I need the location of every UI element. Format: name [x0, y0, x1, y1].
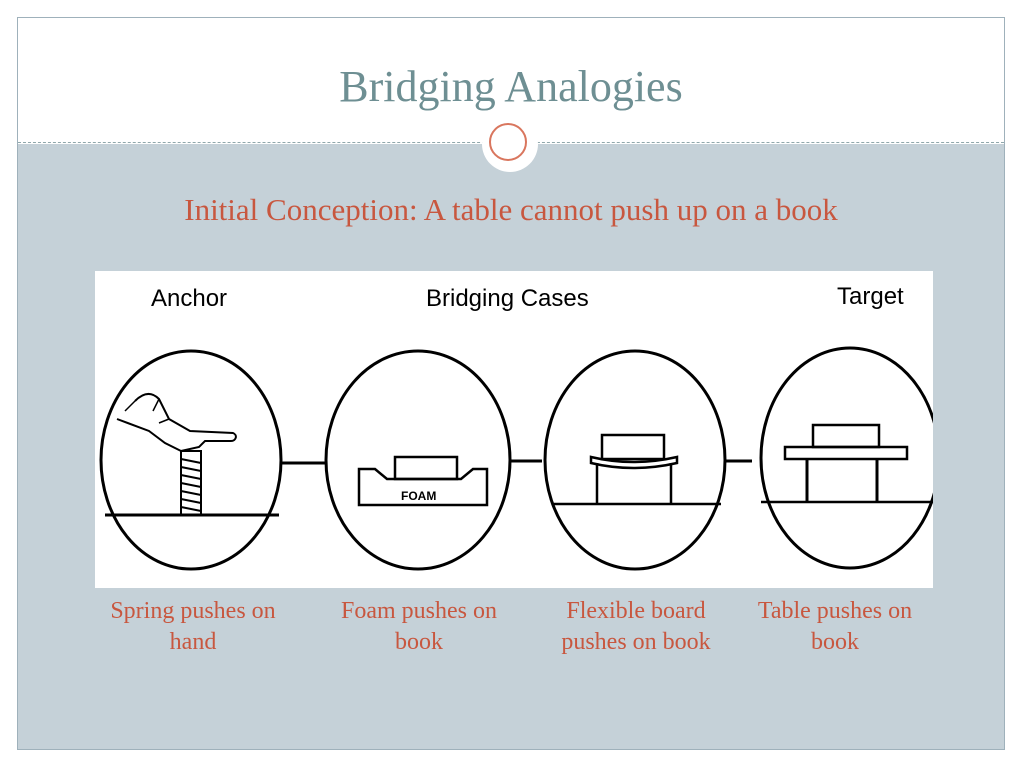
anchor-spring-illustration — [99, 349, 283, 571]
foam-illustration: FOAM — [324, 349, 512, 571]
table-illustration — [759, 346, 941, 570]
slide-title: Bridging Analogies — [339, 62, 683, 111]
connector-lines — [281, 459, 752, 465]
flexible-board-illustration — [543, 349, 727, 571]
caption-flexible-board: Flexible board pushes on book — [561, 598, 711, 655]
caption-table: Table pushes on book — [757, 598, 913, 655]
header-bridging-cases: Bridging Cases — [426, 285, 589, 312]
slide-subtitle: Initial Conception: A table cannot push … — [184, 192, 838, 227]
analogy-diagram: Anchor Bridging Cases Target — [99, 283, 941, 571]
header-target: Target — [837, 283, 904, 310]
foam-label: FOAM — [401, 489, 436, 503]
divider-ring-icon — [489, 123, 527, 161]
caption-spring: Spring pushes on hand — [110, 598, 276, 655]
caption-foam: Foam pushes on book — [341, 598, 497, 655]
analogy-figure: Anchor Bridging Cases Target — [95, 271, 941, 588]
slide-frame: Bridging Analogies Initial Conception: A… — [17, 17, 1005, 750]
header-anchor: Anchor — [151, 285, 227, 312]
